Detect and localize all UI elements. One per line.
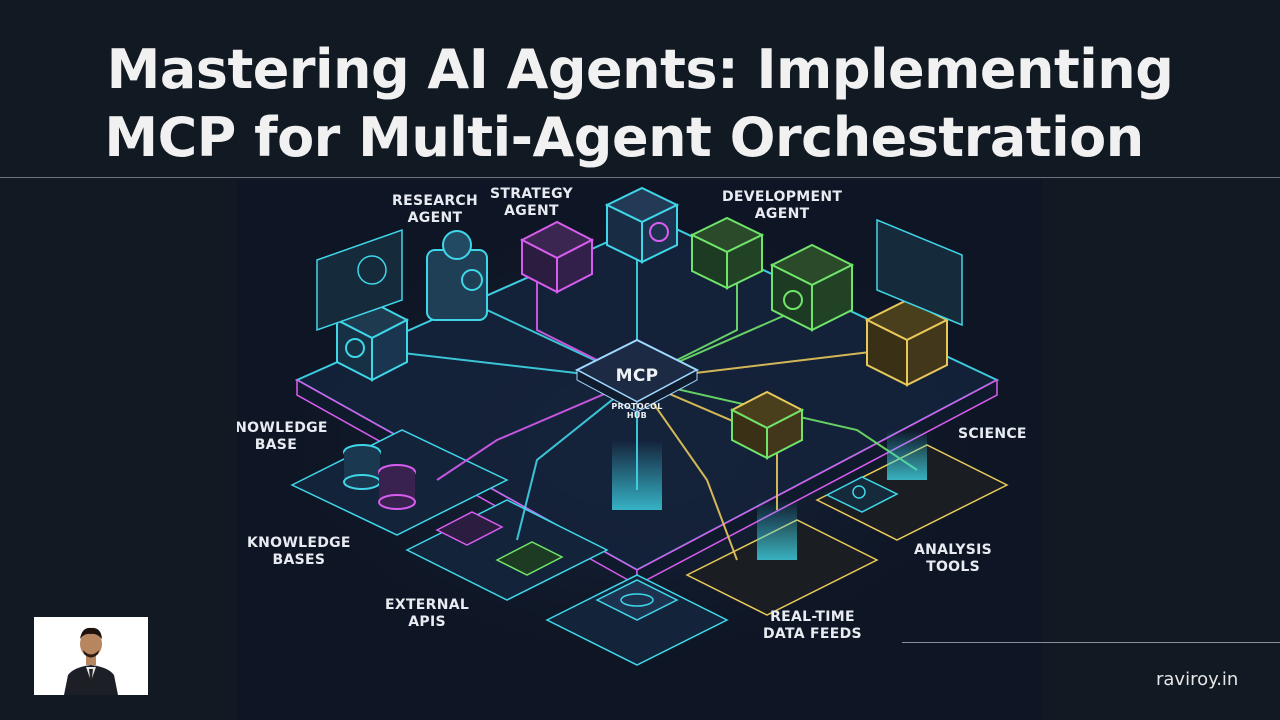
api-tile-1 [435, 511, 504, 546]
hub-main-text: MCP [615, 366, 659, 386]
analysis-light-beam [887, 430, 927, 480]
person-icon [34, 617, 148, 695]
development-agent-cube-2 [769, 243, 855, 332]
label-research-agent: RESEARCH AGENT [392, 193, 478, 226]
strategy-agent-cube [519, 220, 595, 294]
mcp-hub-chip [574, 338, 700, 413]
hub-sub-text: PROTOCOL HUB [611, 402, 663, 420]
bottom-divider [902, 642, 1280, 643]
page-title: Mastering AI Agents: Implementing MCP fo… [0, 36, 1280, 172]
title-line-1: Mastering AI Agents: Implementing [106, 38, 1174, 101]
api-tile-2 [495, 541, 564, 576]
label-strategy-agent: STRATEGY AGENT [490, 186, 573, 219]
development-agent-cube-1 [689, 216, 765, 290]
label-real-time-data-feeds: REAL-TIME DATA FEEDS [763, 609, 862, 642]
label-knowledge-base: KNOWLEDGE BASE [237, 420, 328, 453]
title-line-2: MCP for Multi-Agent Orchestration [104, 106, 1144, 169]
top-divider [0, 177, 1280, 178]
site-url[interactable]: raviroy.in [1156, 669, 1239, 690]
label-science: SCIENCE [958, 426, 1027, 442]
yellow-agent-cube [864, 298, 950, 387]
database-stack-2 [378, 464, 416, 510]
label-analysis-tools: ANALYSIS TOOLS [914, 542, 993, 575]
storage-cube [595, 579, 679, 621]
label-external-apis: EXTERNAL APIS [385, 597, 470, 630]
feeds-light-beam [757, 500, 797, 560]
illustration: RESEARCH AGENT STRATEGY AGENT DEVELOPMEN… [237, 180, 1042, 720]
research-agent-robot [426, 230, 488, 321]
isometric-network-graphic [237, 180, 1042, 700]
author-photo [34, 617, 148, 695]
database-stack-1 [343, 444, 381, 490]
science-cube [729, 390, 805, 460]
label-development-agent: DEVELOPMENT AGENT [722, 189, 843, 222]
hub-light-beam [612, 440, 662, 510]
label-knowledge-bases: KNOWLEDGE BASES [247, 535, 351, 568]
label-mcp-hub: MCP PROTOCOL HUB [604, 350, 670, 437]
floating-screen-left [316, 228, 403, 332]
central-agent-cube [604, 186, 680, 264]
floating-screen-right [876, 218, 963, 327]
analysis-tile [825, 476, 899, 513]
